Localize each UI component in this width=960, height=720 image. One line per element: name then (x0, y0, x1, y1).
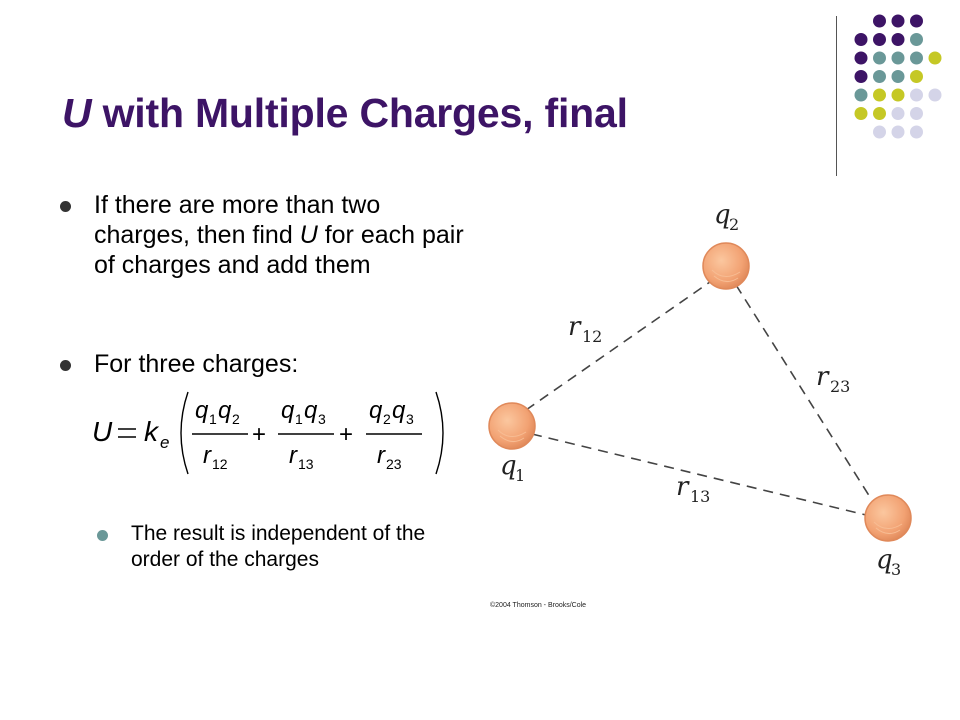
decorative-dot (854, 51, 868, 65)
bullet-dot-icon (60, 360, 71, 371)
label-r12-sub: 12 (582, 327, 602, 346)
eq-term2-den: r (289, 442, 298, 469)
charge-q1 (488, 402, 536, 450)
decorative-dot (910, 51, 923, 65)
eq-lhs: U (92, 416, 113, 447)
bullet-2-text: For three charges: (94, 350, 299, 378)
decorative-dot (910, 70, 923, 83)
eq-plus-1: + (252, 421, 266, 448)
eq-term3-num-b-sub: 3 (406, 411, 414, 427)
eq-term2-num-b: q (304, 397, 318, 424)
decorative-dot (891, 107, 905, 120)
eq-k: k (144, 416, 160, 447)
decorative-dot (873, 33, 886, 46)
label-r13-sub: 13 (690, 487, 710, 506)
label-r23: r (816, 362, 830, 392)
charge-q3 (864, 494, 912, 542)
charge-q2 (702, 242, 750, 290)
label-r12: r (568, 312, 582, 342)
divider-line (836, 16, 837, 176)
eq-term1-den: r (203, 442, 212, 469)
decorative-dot (854, 33, 868, 46)
decorative-dot (928, 88, 942, 102)
eq-term3-den-sub: 23 (386, 456, 402, 472)
eq-term1-den-sub: 12 (212, 456, 228, 472)
decorative-dot (910, 107, 923, 120)
eq-term2-num-a-sub: 1 (295, 411, 303, 427)
decorative-dot (891, 14, 905, 28)
eq-term3-num-a: q (369, 397, 383, 424)
label-q2-sub: 2 (729, 215, 739, 234)
bullet-item-2: For three charges: (60, 349, 464, 379)
decorative-dot (873, 70, 886, 83)
label-r13: r (676, 472, 690, 502)
eq-term2-num-b-sub: 3 (318, 411, 326, 427)
bullet-1-text-a: If there are more than two charges, then… (94, 191, 381, 249)
eq-term1-num-b-sub: 2 (232, 411, 240, 427)
decorative-dot (910, 14, 923, 28)
decorative-dot (873, 107, 886, 120)
decorative-dot (854, 107, 868, 120)
decorative-dot-grid (854, 14, 942, 139)
eq-term1-num-b: q (218, 397, 232, 424)
label-q3: q (876, 545, 893, 575)
eq-term2-den-sub: 13 (298, 456, 314, 472)
sub-bullet-dot-icon (97, 530, 108, 541)
line-r23 (735, 284, 876, 506)
title-variable: U (62, 90, 92, 136)
decorative-dot (891, 70, 905, 83)
label-q3-sub: 3 (891, 560, 901, 579)
eq-k-sub: e (160, 433, 169, 452)
three-charges-diagram: q 1 q 2 q 3 r 12 r 23 r 13 (488, 200, 912, 579)
bullet-1-variable: U (299, 221, 318, 249)
decorative-dot (854, 88, 868, 102)
bullet-dot-icon (60, 201, 71, 212)
eq-plus-2: + (339, 421, 353, 448)
eq-term2-num-a: q (281, 397, 295, 424)
decorative-dot (928, 51, 942, 65)
decorative-dot (891, 33, 905, 46)
line-r12 (525, 274, 721, 411)
decorative-dot (891, 125, 905, 139)
decorative-dot (910, 88, 923, 102)
bullet-1-text-b: for each pair of charges and add them (94, 221, 464, 279)
decorative-dot (873, 125, 886, 139)
eq-term3-num-a-sub: 2 (383, 411, 391, 427)
potential-energy-equation: U k e q 1 q 2 r 12 + q 1 q 3 r 13 (92, 391, 444, 475)
label-q1-sub: 1 (515, 466, 525, 485)
decorative-dot (891, 51, 905, 65)
decorative-dot (891, 88, 905, 102)
sub-bullet-item: The result is independent of the order o… (97, 521, 471, 573)
decorative-dot (910, 33, 923, 46)
line-r13 (531, 433, 867, 516)
eq-term3-den: r (377, 442, 386, 469)
label-q2: q (714, 200, 731, 230)
decorative-dot (910, 125, 923, 139)
decorative-dot (873, 88, 886, 102)
eq-left-paren (180, 391, 189, 475)
label-r23-sub: 23 (830, 377, 850, 396)
decorative-dot (873, 51, 886, 65)
slide-title: U with Multiple Charges, final (62, 90, 628, 137)
title-text: with Multiple Charges, final (91, 90, 628, 136)
eq-term1-num-a-sub: 1 (209, 411, 217, 427)
bullet-item-1: If there are more than two charges, then… (60, 190, 464, 280)
copyright-text: ©2004 Thomson - Brooks/Cole (490, 602, 587, 609)
eq-term1-num-a: q (195, 397, 209, 424)
eq-right-paren (435, 391, 444, 475)
decorative-dot (854, 70, 868, 83)
decorative-dot (873, 14, 886, 28)
label-q1: q (500, 451, 517, 481)
sub-bullet-text: The result is independent of the order o… (131, 522, 426, 571)
eq-term3-num-b: q (392, 397, 406, 424)
